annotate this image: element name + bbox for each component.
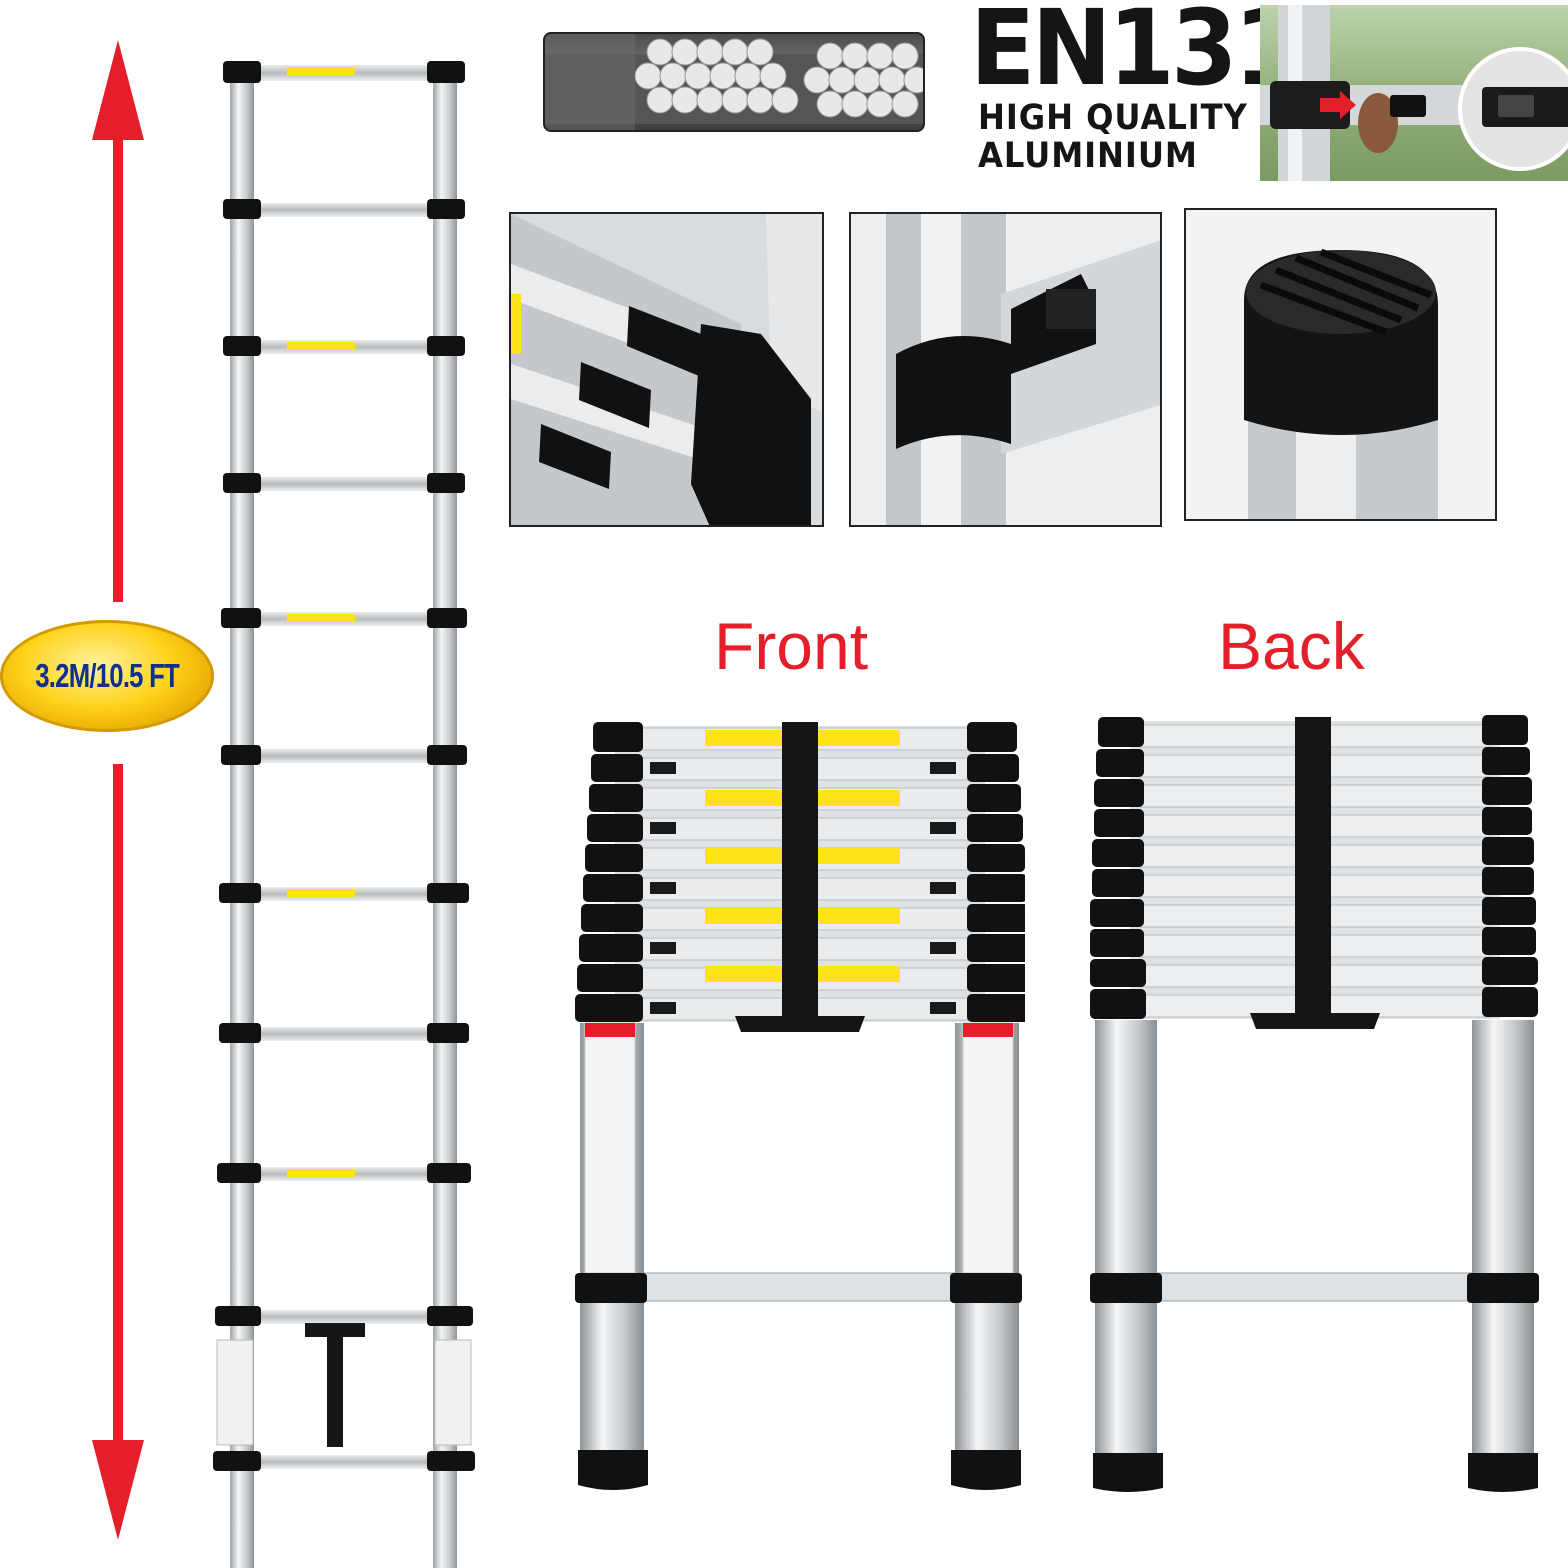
standard-title: EN131 xyxy=(970,0,1300,109)
rung xyxy=(221,745,467,765)
aluminium-tubes-photo xyxy=(543,32,925,132)
tube-ends xyxy=(634,38,923,118)
arrow-shaft-top xyxy=(113,136,123,602)
warning-stickers xyxy=(216,1339,472,1446)
left-leg-sticker xyxy=(584,1022,636,1274)
center-strap xyxy=(782,722,818,1022)
lock-button-photo xyxy=(1260,5,1568,181)
rung xyxy=(219,883,469,903)
height-label: 3.2M/10.5 FT xyxy=(35,657,179,694)
arrow-shaft-bottom xyxy=(113,764,123,1450)
arrow-head-bottom xyxy=(92,1440,144,1540)
arrow-icon xyxy=(1320,91,1356,119)
carry-strap xyxy=(305,1323,365,1447)
right-end-caps xyxy=(1482,715,1538,1017)
bottom-rung xyxy=(640,1272,960,1302)
right-foot xyxy=(951,1450,1021,1490)
right-leg-sticker xyxy=(962,1022,1014,1274)
center-strap xyxy=(1295,717,1331,1019)
rung xyxy=(223,336,465,356)
rung xyxy=(217,1163,471,1183)
left-end-caps xyxy=(1090,717,1146,1019)
ladder-rungs xyxy=(213,61,475,1471)
locking-joints-photo xyxy=(509,212,824,527)
bottom-rung xyxy=(1155,1272,1475,1302)
height-arrow xyxy=(92,40,144,1540)
quality-line-2: ALUMINIUM xyxy=(978,136,1198,176)
finger xyxy=(1358,93,1398,153)
left-end-caps xyxy=(575,722,643,1022)
right-end-caps xyxy=(967,722,1025,1022)
strap-handle xyxy=(735,1016,865,1032)
height-badge: 3.2M/10.5 FT xyxy=(0,620,214,732)
back-collapsed-ladder xyxy=(1090,715,1539,1492)
front-view-label: Front xyxy=(714,609,869,683)
rung xyxy=(223,61,465,83)
left-foot xyxy=(1093,1453,1163,1492)
extended-ladder xyxy=(213,61,475,1568)
rung xyxy=(213,1451,475,1471)
arrow-head-top xyxy=(92,40,144,140)
rung xyxy=(219,1023,469,1043)
rung xyxy=(221,608,467,628)
right-foot xyxy=(1468,1453,1538,1492)
lock-buttons xyxy=(650,762,956,1014)
rung xyxy=(215,1306,473,1326)
right-leg xyxy=(1472,1020,1534,1460)
back-view-label: Back xyxy=(1218,609,1365,683)
rubber-foot-photo xyxy=(1184,208,1497,521)
rung xyxy=(223,199,465,219)
hinge-clip-photo xyxy=(849,212,1162,527)
quality-line-1: HIGH QUALITY xyxy=(978,98,1248,138)
left-leg xyxy=(1095,1020,1157,1460)
rung xyxy=(223,473,465,493)
strap-handle xyxy=(1250,1013,1380,1029)
ladder-stiles xyxy=(230,65,457,1568)
front-collapsed-ladder xyxy=(575,722,1025,1490)
left-foot xyxy=(578,1450,648,1490)
